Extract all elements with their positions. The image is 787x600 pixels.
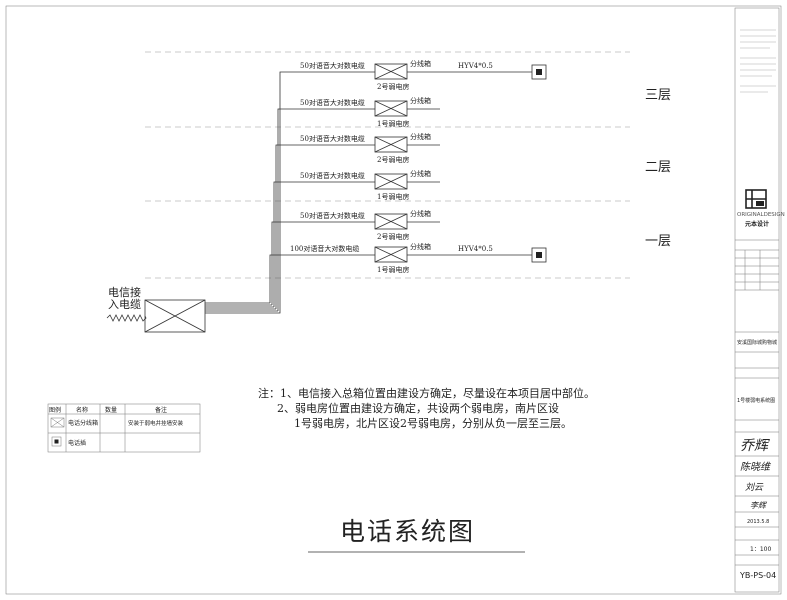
entry-cable-wave bbox=[106, 314, 147, 322]
legend-remark: 安装于弱电井挂墙安装 bbox=[128, 419, 184, 427]
legend-box-icon bbox=[50, 417, 65, 428]
room-label: 1号弱电房 bbox=[377, 192, 409, 201]
entry-label-line1: 电信接 bbox=[108, 286, 141, 299]
box-label: 分线箱 bbox=[410, 169, 431, 178]
distribution-box bbox=[374, 213, 408, 230]
signature: 陈晓维 bbox=[740, 461, 772, 473]
phone-outlet-icon bbox=[531, 64, 547, 80]
box-label: 分线箱 bbox=[410, 209, 431, 218]
legend-header: 名称 bbox=[76, 406, 88, 414]
box-outlets bbox=[407, 71, 440, 256]
riser-lines bbox=[205, 71, 375, 314]
note-line: 1号弱电房，北片区设2号弱电房，分别从负一层至三层。 bbox=[294, 416, 572, 430]
legend-name: 电话分线箱 bbox=[68, 419, 98, 427]
signature: 李辉 bbox=[750, 501, 768, 510]
box-label: 分线箱 bbox=[410, 96, 431, 105]
room-label: 2号弱电房 bbox=[377, 232, 409, 241]
logo-text-en: ORIGINALDESIGN bbox=[737, 212, 785, 218]
cable-label: 50对语音大对数电缆 bbox=[300, 211, 365, 220]
main-entry-box bbox=[144, 299, 206, 333]
signature: 乔辉 bbox=[740, 438, 770, 454]
legend-header: 备注 bbox=[155, 406, 167, 414]
distribution-box bbox=[374, 246, 408, 263]
entry-label-line2: 入电缆 bbox=[108, 298, 141, 311]
room-label: 1号弱电房 bbox=[377, 265, 409, 274]
distribution-box bbox=[374, 100, 408, 117]
floor-label-3: 三层 bbox=[645, 88, 671, 103]
title-block: ORIGINALDESIGN 元本设计 安溪国际城购物城 1号楼弱电系统图 乔辉… bbox=[734, 7, 785, 593]
cable-label: 100对语音大对数电缆 bbox=[290, 244, 359, 253]
note-line: 2、弱电房位置由建设方确定，共设两个弱电房，南片区设 bbox=[277, 401, 559, 415]
cable-label: 50对语音大对数电缆 bbox=[300, 134, 365, 143]
legend-name: 电话插 bbox=[68, 439, 86, 447]
drawing-name: 1号楼弱电系统图 bbox=[737, 397, 775, 404]
logo-text-cn: 元本设计 bbox=[745, 220, 769, 228]
hyv-label: HYV4*0.5 bbox=[458, 62, 493, 70]
legend-outlet-icon bbox=[51, 436, 62, 447]
drawing-frame bbox=[5, 5, 782, 595]
cable-label: 50对语音大对数电缆 bbox=[300, 171, 365, 180]
project-name: 安溪国际城购物城 bbox=[737, 339, 777, 346]
distribution-box bbox=[374, 63, 408, 80]
scale: 1：100 bbox=[750, 546, 771, 553]
legend-header: 图例 bbox=[49, 406, 61, 414]
distribution-box bbox=[374, 173, 408, 190]
room-label: 2号弱电房 bbox=[377, 155, 409, 164]
phone-outlet-icon bbox=[531, 247, 547, 263]
legend-header: 数量 bbox=[105, 406, 117, 414]
date: 2013.5.8 bbox=[747, 519, 769, 525]
box-label: 分线箱 bbox=[410, 242, 431, 251]
note-line: 注：1、电信接入总箱位置由建设方确定，尽量设在本项目居中部位。 bbox=[258, 386, 595, 400]
legend-table: 图例 名称 数量 备注 电话分线箱 安装于弱电井挂墙安装 电话插 bbox=[47, 403, 201, 453]
logo-icon bbox=[745, 189, 767, 209]
drawing-title: 电话系统图 bbox=[340, 517, 475, 546]
floor-label-1: 一层 bbox=[645, 234, 671, 249]
room-label: 1号弱电房 bbox=[377, 119, 409, 128]
cable-label: 50对语音大对数电缆 bbox=[300, 61, 365, 70]
hyv-label: HYV4*0.5 bbox=[458, 245, 493, 253]
distribution-box bbox=[374, 136, 408, 153]
signature: 刘云 bbox=[745, 482, 764, 493]
sheet-number: YB-PS-04 bbox=[739, 571, 776, 580]
floor-label-2: 二层 bbox=[645, 160, 671, 175]
box-label: 分线箱 bbox=[410, 59, 431, 68]
box-label: 分线箱 bbox=[410, 132, 431, 141]
cable-label: 50对语音大对数电缆 bbox=[300, 98, 365, 107]
room-label: 2号弱电房 bbox=[377, 82, 409, 91]
